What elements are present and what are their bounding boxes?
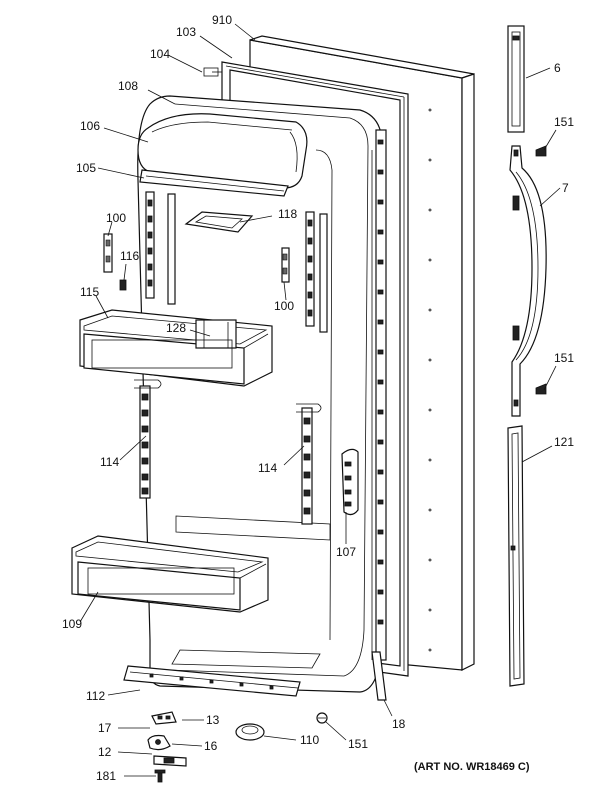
label-114-left: 114 [100, 455, 119, 469]
label-12: 12 [98, 745, 112, 759]
cap-110 [235, 723, 265, 741]
label-16: 16 [204, 739, 218, 753]
label-128: 128 [166, 321, 186, 335]
label-105: 105 [76, 161, 96, 175]
label-112: 112 [86, 689, 105, 703]
hinge-parts [147, 711, 187, 783]
liner-side-rail [375, 129, 387, 661]
label-108: 108 [118, 79, 138, 93]
hinge-bar-18 [371, 651, 387, 701]
bracket-118 [184, 211, 254, 233]
label-7: 7 [562, 181, 569, 195]
screw-151-upper-right [535, 145, 547, 157]
upper-door-bin [79, 309, 273, 387]
label-151-bottom: 151 [348, 737, 368, 751]
screw-151-bottom [316, 712, 328, 724]
label-116: 116 [120, 249, 139, 263]
label-118: 118 [278, 207, 297, 221]
label-910: 910 [212, 13, 232, 27]
leader-lines [79, 23, 561, 777]
label-18: 18 [392, 717, 406, 731]
label-151-lower: 151 [554, 351, 574, 365]
label-110: 110 [300, 733, 319, 747]
label-109: 109 [62, 617, 82, 631]
label-104: 104 [150, 47, 170, 61]
label-106: 106 [80, 119, 100, 133]
handle-cap-6 [507, 25, 525, 133]
label-107: 107 [336, 545, 356, 559]
shelf-clip-left [103, 233, 113, 273]
dairy-shelf [139, 169, 289, 197]
label-115: 115 [80, 285, 99, 299]
door-handle-7 [509, 145, 547, 417]
label-114-right: 114 [258, 461, 277, 475]
label-17: 17 [98, 721, 112, 735]
art-number: (ART NO. WR18469 C) [414, 761, 530, 773]
shelf-clip-right [281, 247, 290, 283]
label-103: 103 [176, 25, 196, 39]
lower-door-bin [71, 535, 269, 613]
screw-151-lower-right [535, 383, 547, 395]
label-181: 181 [96, 769, 116, 783]
label-121: 121 [554, 435, 574, 449]
label-6: 6 [554, 61, 561, 75]
rail-break-left [134, 379, 162, 389]
dairy-compartment-door [137, 113, 308, 189]
part-labels: 910 103 104 108 106 105 100 116 118 100 … [62, 13, 574, 783]
label-13: 13 [206, 713, 220, 727]
label-100-right: 100 [274, 299, 294, 313]
label-100-left: 100 [106, 211, 126, 225]
trim-strip-121 [507, 425, 525, 687]
bottom-trim-112 [123, 665, 301, 697]
shelf-rail-left [139, 191, 176, 499]
label-151-upper: 151 [554, 115, 574, 129]
shelf-rail-right [296, 211, 328, 525]
screw-116 [119, 279, 127, 291]
door-cap-107 [341, 448, 359, 516]
